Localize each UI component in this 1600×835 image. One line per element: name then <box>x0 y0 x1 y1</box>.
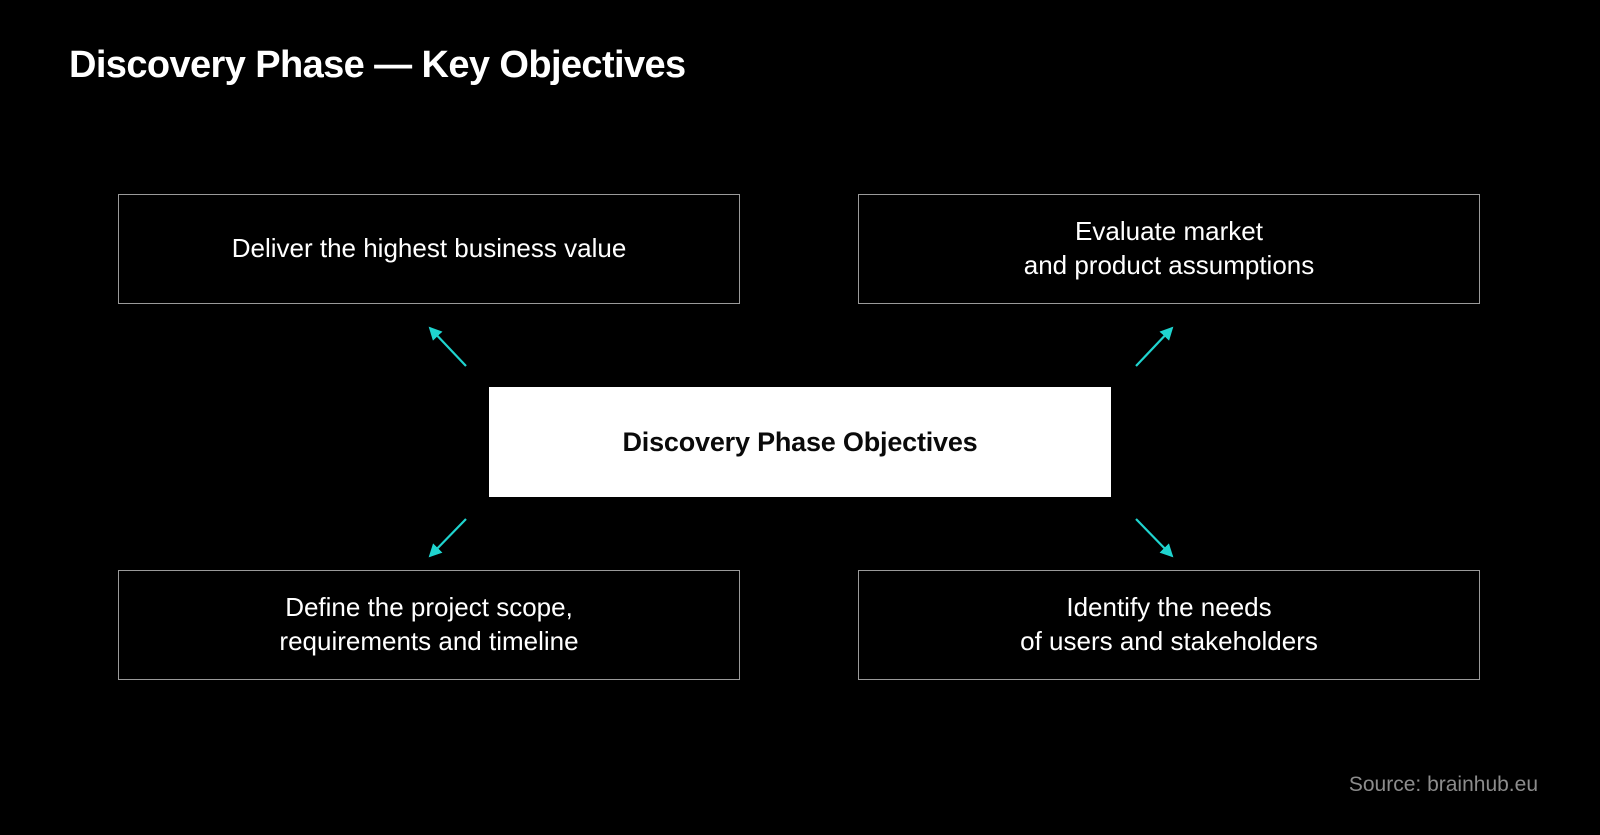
objective-node-top-right-label: Evaluate market and product assumptions <box>1023 216 1315 280</box>
objective-node-bottom-left[interactable]: Define the project scope, requirements a… <box>118 570 740 680</box>
objective-node-top-left[interactable]: Deliver the highest business value <box>118 194 740 304</box>
source-attribution: Source: brainhub.eu <box>1348 773 1538 796</box>
objective-node-bottom-left-label: Define the project scope, requirements a… <box>279 592 579 656</box>
objective-node-top-left-label: Deliver the highest business value <box>231 233 627 264</box>
objective-node-top-right[interactable]: Evaluate market and product assumptions <box>858 194 1480 304</box>
diagram-center-node[interactable]: Discovery Phase Objectives <box>489 387 1111 497</box>
page-title: Discovery Phase — Key Objectives <box>69 44 686 86</box>
connector-center-to-bottom-left <box>428 518 467 558</box>
connector-center-to-top-right <box>1135 326 1174 367</box>
diagram-center-label: Discovery Phase Objectives <box>622 426 978 457</box>
connector-center-to-top-left <box>428 326 467 367</box>
objective-node-bottom-right-label: Identify the needs of users and stakehol… <box>1020 592 1318 656</box>
connector-center-to-bottom-right <box>1135 518 1174 558</box>
objective-node-bottom-right[interactable]: Identify the needs of users and stakehol… <box>858 570 1480 680</box>
